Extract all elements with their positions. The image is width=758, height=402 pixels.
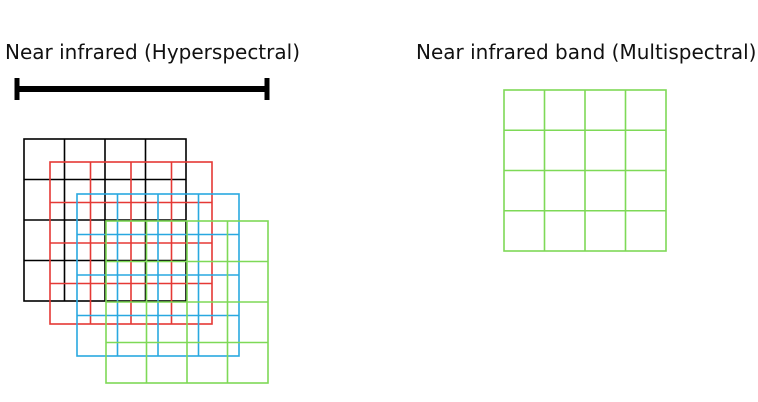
multispectral-grid xyxy=(503,89,667,252)
hyperspectral-grid-stack xyxy=(23,138,269,384)
hyperspectral-layer-4 xyxy=(105,220,269,384)
hyperspectral-title: Near infrared (Hyperspectral) xyxy=(5,40,300,64)
spectral-range-bar xyxy=(14,78,270,100)
hyperspectral-layer-3 xyxy=(76,193,240,357)
hyperspectral-layer-1 xyxy=(23,138,187,302)
multispectral-title: Near infrared band (Multispectral) xyxy=(416,40,757,64)
multispectral-layer-1 xyxy=(503,89,667,252)
